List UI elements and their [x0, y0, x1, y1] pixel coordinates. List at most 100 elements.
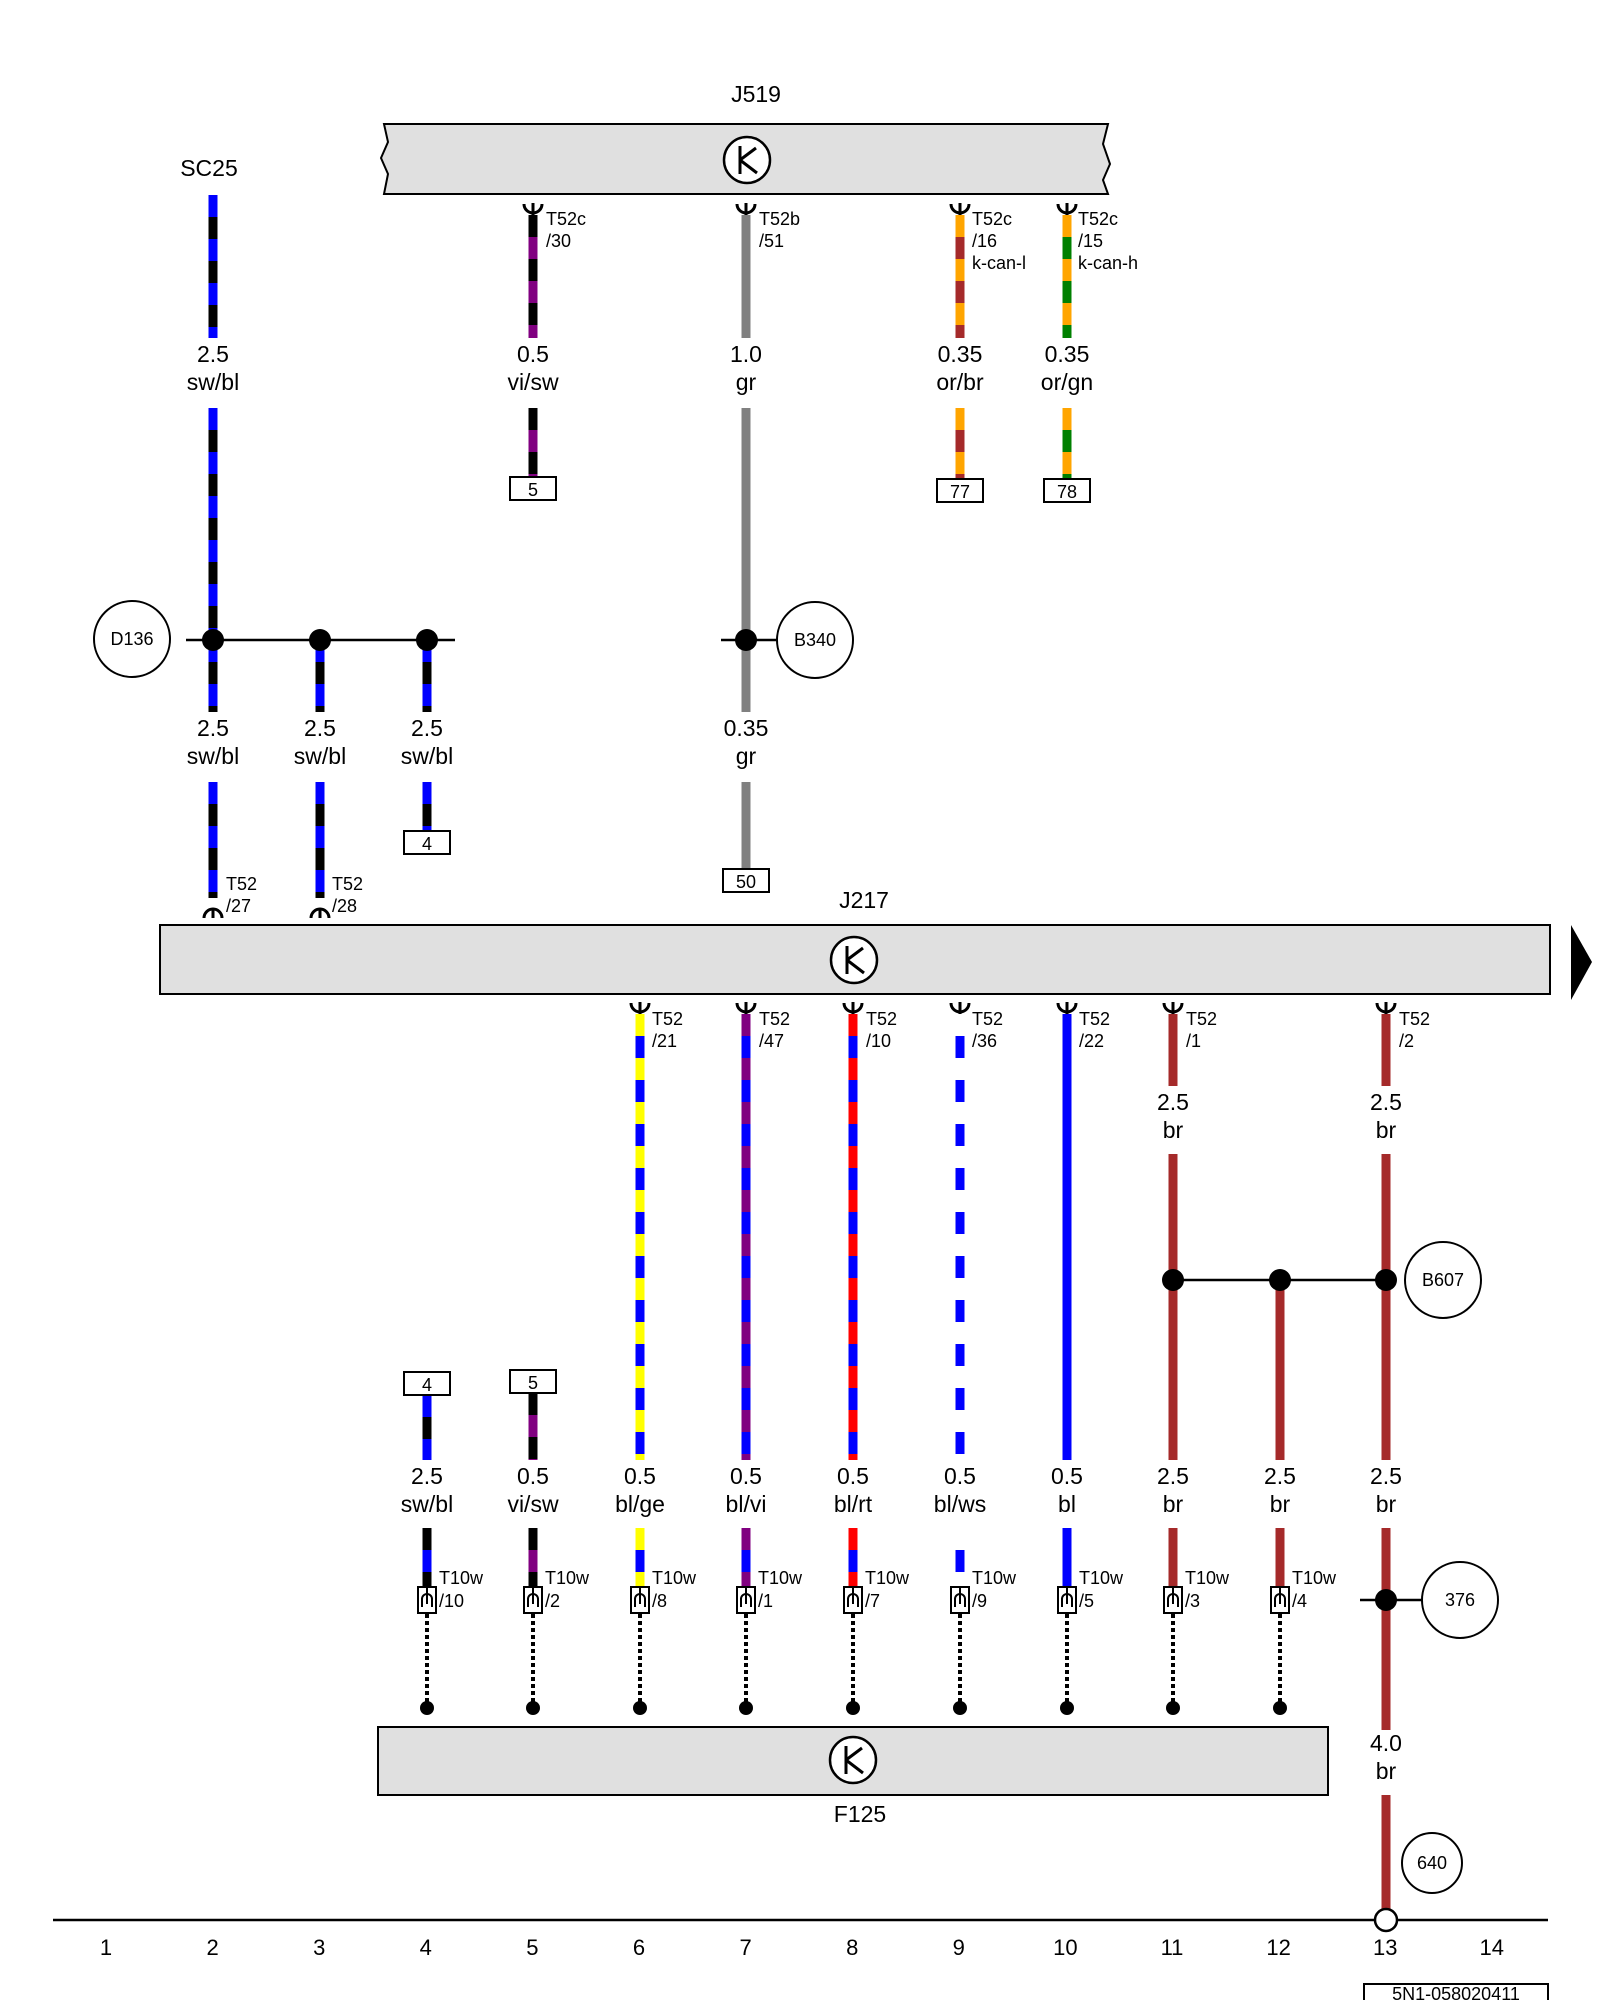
- j217-bottom-pin-labels: T52 /21 T52 /47 T52 /10 T52 /36 T52 /22 …: [652, 1009, 1430, 1051]
- pin-conn: T10w: [1292, 1568, 1337, 1588]
- ref-number: 77: [950, 482, 970, 502]
- junction-d136: D136: [93, 600, 455, 678]
- pin-number: /27: [226, 896, 251, 916]
- junction-376: 376: [1360, 1561, 1499, 1639]
- pin-number: /3: [1185, 1591, 1200, 1611]
- splice-dot: [953, 1701, 967, 1715]
- pin-conn: T10w: [758, 1568, 803, 1588]
- wire-color: bl/ws: [934, 1491, 986, 1517]
- column-number: 11: [1161, 1935, 1184, 1960]
- wire-size: 1.0: [730, 341, 762, 367]
- pin-number: /2: [545, 1591, 560, 1611]
- pin-number: /51: [759, 231, 784, 251]
- splice-dot: [1273, 1701, 1287, 1715]
- wire-color: br: [1376, 1117, 1397, 1143]
- wire-labels-brown-upper: 2.5 br 2.5 br: [1157, 1089, 1402, 1143]
- pin-number: /1: [1186, 1031, 1201, 1051]
- component-label-sc25: SC25: [180, 155, 238, 181]
- pin-number: /10: [866, 1031, 891, 1051]
- wire-color: gr: [736, 369, 757, 395]
- wire-color: br: [1376, 1491, 1397, 1517]
- column-number: 9: [953, 1935, 965, 1960]
- ground-640: 640: [1401, 1832, 1463, 1894]
- wire-color: sw/bl: [187, 369, 239, 395]
- wire-color: bl/ge: [615, 1491, 665, 1517]
- wire-color: vi/sw: [507, 369, 559, 395]
- wire-color: gr: [736, 743, 757, 769]
- pin-number: /2: [1399, 1031, 1414, 1051]
- pin-conn: T52: [759, 1009, 790, 1029]
- wire-size: 2.5: [1264, 1463, 1296, 1489]
- pin-number: /28: [332, 896, 357, 916]
- column-number: 2: [206, 1935, 218, 1960]
- pin-conn: T52c: [1078, 209, 1118, 229]
- column-number: 13: [1373, 1935, 1397, 1960]
- wire-color: sw/bl: [401, 743, 453, 769]
- pin-number: /10: [439, 1591, 464, 1611]
- wire-labels-top: 2.5 sw/bl 0.5 vi/sw 1.0 gr 0.35 or/br 0.…: [187, 341, 1093, 395]
- control-unit-j217: J217: [159, 887, 1592, 1000]
- column-number: 8: [846, 1935, 858, 1960]
- wire-size: 2.5: [197, 715, 229, 741]
- j217-top-pin-labels: T52 /27 T52 /28: [226, 874, 363, 916]
- pin-number: /16: [972, 231, 997, 251]
- ref-number: 78: [1057, 482, 1077, 502]
- pin-conn: T52c: [546, 209, 586, 229]
- wire-color: bl: [1058, 1491, 1076, 1517]
- splice-dot: [633, 1701, 647, 1715]
- wire-size: 0.5: [1051, 1463, 1083, 1489]
- document-id-text: 5N1-058020411: [1392, 1984, 1520, 2000]
- ref-number: 4: [422, 834, 432, 854]
- pin-conn: T10w: [865, 1568, 910, 1588]
- wire-color: sw/bl: [187, 743, 239, 769]
- pin-conn: T52: [866, 1009, 897, 1029]
- junction-b607: B607: [1173, 1241, 1482, 1319]
- wire-size: 0.35: [724, 715, 769, 741]
- wire-size: 0.5: [624, 1463, 656, 1489]
- wire-size: 2.5: [411, 715, 443, 741]
- pin-conn: T10w: [1185, 1568, 1230, 1588]
- component-label-j217: J217: [839, 887, 889, 913]
- pin-conn: T10w: [439, 1568, 484, 1588]
- junction-label: B607: [1422, 1270, 1464, 1290]
- wire-size: 0.5: [517, 1463, 549, 1489]
- wire-size: 2.5: [1157, 1463, 1189, 1489]
- pin-conn: T52: [1186, 1009, 1217, 1029]
- wire-labels-mid: 2.5 sw/bl 2.5 sw/bl 2.5 sw/bl 0.35 gr: [187, 715, 769, 769]
- document-id: 5N1-058020411: [1363, 1983, 1549, 2000]
- splice-dot: [526, 1701, 540, 1715]
- wire-size: 0.5: [517, 341, 549, 367]
- pin-number: /1: [758, 1591, 773, 1611]
- wire-size: 0.5: [944, 1463, 976, 1489]
- column-number: 5: [526, 1935, 538, 1960]
- wire-size: 0.5: [730, 1463, 762, 1489]
- control-unit-j519: J519: [379, 81, 1112, 195]
- splice-dot: [846, 1701, 860, 1715]
- pin-conn: T10w: [652, 1568, 697, 1588]
- connector-sockets-j217-top: [202, 906, 331, 920]
- wire-color: vi/sw: [507, 1491, 559, 1517]
- pin-conn: T10w: [545, 1568, 590, 1588]
- ref-boxes-low: 4 5: [403, 1369, 557, 1396]
- wire-size: 2.5: [1157, 1089, 1189, 1115]
- column-number: 12: [1266, 1935, 1290, 1960]
- column-number: 10: [1053, 1935, 1077, 1960]
- t10w-pin-labels: T10w /10 T10w /2 T10w /8 T10w /1 T10w /7…: [439, 1568, 1337, 1611]
- wire-size: 2.5: [1370, 1463, 1402, 1489]
- pin-conn: T52: [226, 874, 257, 894]
- pin-conn: T52: [652, 1009, 683, 1029]
- column-number: 3: [313, 1935, 325, 1960]
- pin-conn: T10w: [972, 1568, 1017, 1588]
- junction-b340: B340: [721, 601, 854, 679]
- pin-number: /47: [759, 1031, 784, 1051]
- pin-conn: T52: [1399, 1009, 1430, 1029]
- column-number: 1: [100, 1935, 112, 1960]
- ref-boxes-mid: 4 50: [403, 830, 770, 893]
- wire-color-ground: br: [1376, 1758, 1397, 1784]
- wire-color: br: [1270, 1491, 1291, 1517]
- wire-color: sw/bl: [294, 743, 346, 769]
- splice-dot: [420, 1701, 434, 1715]
- wire-color: sw/bl: [401, 1491, 453, 1517]
- pin-signal: k-can-h: [1078, 253, 1138, 273]
